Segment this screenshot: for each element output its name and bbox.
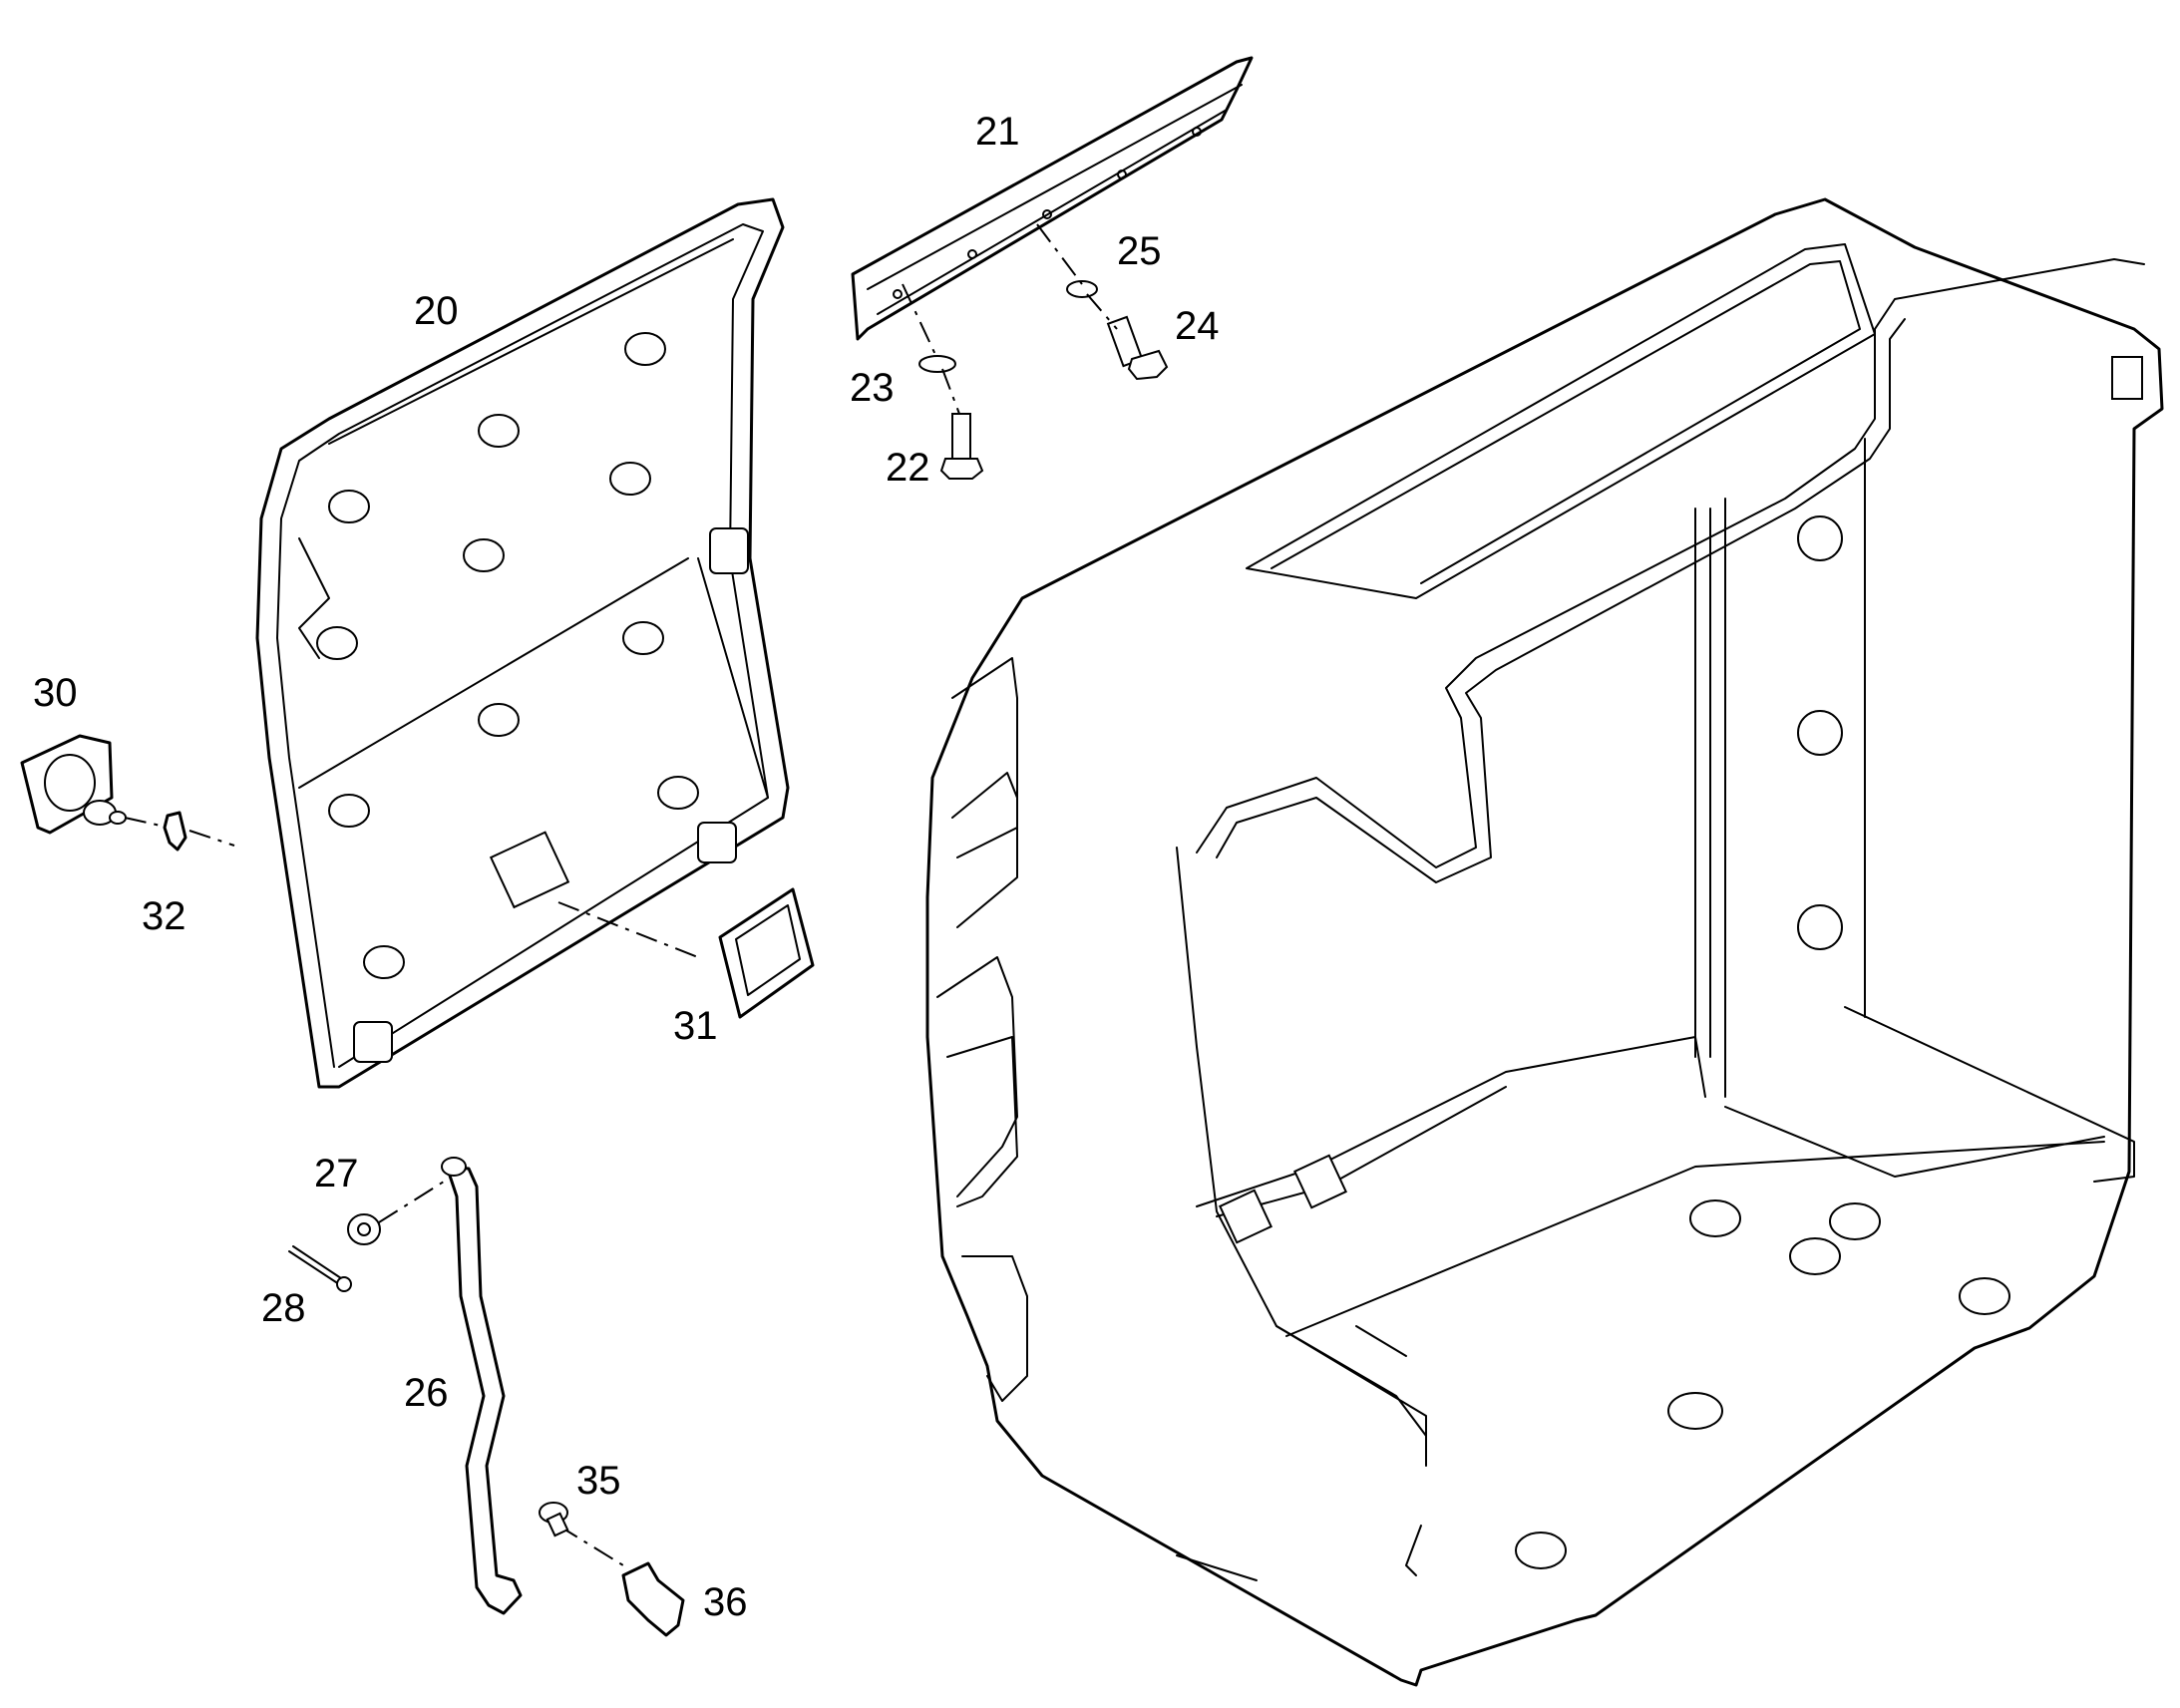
- washer-part-27: [347, 1213, 381, 1245]
- gasket-part-31: [718, 887, 815, 1019]
- callout-36: 36: [703, 1580, 748, 1624]
- callout-35: 35: [576, 1459, 621, 1503]
- callout-26: 26: [404, 1371, 449, 1415]
- bolt-part-35: [539, 1502, 569, 1537]
- lock-part-30: [20, 734, 127, 835]
- callout-32: 32: [142, 894, 186, 938]
- callout-27: 27: [314, 1152, 359, 1196]
- callout-28: 28: [261, 1286, 306, 1330]
- clip-part-32: [163, 811, 187, 852]
- callout-23: 23: [850, 366, 895, 410]
- callout-24: 24: [1175, 304, 1220, 348]
- washer-part-23: [918, 355, 956, 373]
- door-panel-part-20: [255, 197, 790, 1089]
- assembly-lines: [124, 223, 1118, 1566]
- callout-labels: 20 21 22 23 24 25 26 27 28 30 31 32 35 3…: [33, 110, 1220, 1624]
- bolt-part-22: [939, 413, 984, 480]
- top-rail-part-21: [851, 56, 1254, 341]
- callout-25: 25: [1117, 229, 1162, 273]
- bolt-part-24: [1106, 315, 1169, 381]
- pin-part-28: [288, 1245, 352, 1292]
- callout-31: 31: [673, 1004, 718, 1048]
- support-rod-part-26: [441, 1157, 523, 1615]
- callout-21: 21: [975, 110, 1020, 154]
- callout-20: 20: [414, 289, 459, 333]
- bracket-part-36: [621, 1561, 685, 1637]
- washer-part-25: [1066, 280, 1098, 298]
- callout-30: 30: [33, 671, 78, 715]
- callout-22: 22: [886, 446, 930, 490]
- cab-frame-housing: [925, 197, 2164, 1687]
